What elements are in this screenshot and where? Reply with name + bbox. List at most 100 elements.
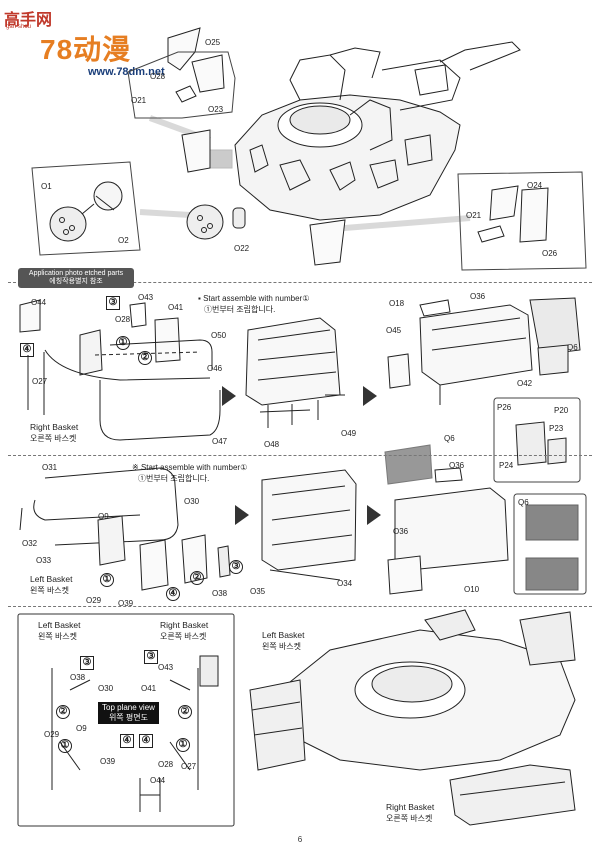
part-label: P20 bbox=[554, 406, 569, 415]
top-plane-en: Top plane view bbox=[102, 703, 155, 712]
top-plane-view-label: Top plane view 위쪽 평면도 bbox=[98, 702, 159, 724]
photo-etch-en: Application photo etched parts bbox=[28, 270, 124, 277]
step-number: ③ bbox=[80, 656, 94, 670]
part-label: O30 bbox=[184, 497, 200, 506]
divider-bottom bbox=[8, 606, 592, 607]
part-label: O41 bbox=[168, 303, 184, 312]
part-label: O30 bbox=[98, 684, 114, 693]
instruction-en: ※ Start assemble with number① bbox=[132, 463, 248, 472]
watermark-url: www.78dm.net bbox=[88, 66, 165, 78]
part-label: O29 bbox=[86, 596, 102, 605]
part-label: O1 bbox=[41, 182, 52, 191]
part-label: O50 bbox=[211, 331, 227, 340]
part-label: O44 bbox=[150, 776, 166, 785]
part-label: O39 bbox=[118, 599, 134, 608]
part-label: O21 bbox=[131, 96, 147, 105]
part-label: P24 bbox=[499, 461, 514, 470]
watermark-site-cn: 高手网 bbox=[4, 12, 53, 29]
step-number: ② bbox=[178, 705, 192, 719]
part-label: O48 bbox=[264, 440, 280, 449]
instruction-en: ▪ Start assemble with number① bbox=[198, 294, 310, 303]
top-plane-kr: 위쪽 평면도 bbox=[108, 713, 148, 722]
part-label: Q6 bbox=[444, 434, 455, 443]
step-number: ③ bbox=[229, 560, 243, 574]
instruction-kr: ①번부터 조립합니다. bbox=[204, 305, 276, 314]
part-label: O29 bbox=[44, 730, 60, 739]
divider-top bbox=[8, 282, 592, 283]
step-number: ① bbox=[100, 573, 114, 587]
step-number: ③ bbox=[106, 296, 120, 310]
part-label: O28 bbox=[115, 315, 131, 324]
step-number: ② bbox=[138, 351, 152, 365]
caption-en: Right Basket bbox=[30, 422, 79, 432]
step-number: ① bbox=[116, 336, 130, 350]
part-label: O2 bbox=[118, 236, 129, 245]
part-label: O27 bbox=[181, 762, 197, 771]
q6-inset-label: Q6 bbox=[518, 498, 529, 507]
part-label: O28 bbox=[158, 760, 174, 769]
step-number: ② bbox=[56, 705, 70, 719]
part-label: O42 bbox=[517, 379, 533, 388]
part-label: O9 bbox=[76, 724, 87, 733]
divider-middle bbox=[8, 455, 592, 456]
part-label: O34 bbox=[337, 579, 353, 588]
part-label: O31 bbox=[42, 463, 58, 472]
photo-etch-kr: 에칭작용별지 참조 bbox=[49, 278, 103, 285]
step-number: ④ bbox=[139, 734, 153, 748]
part-label: O36 bbox=[449, 461, 465, 470]
plane-right-title-kr: 오른쪽 바스켓 bbox=[160, 632, 207, 641]
caption-kr: 오른쪽 바스켓 bbox=[30, 434, 77, 443]
watermark-site-small: gan-shou bbox=[6, 24, 32, 30]
part-label: O9 bbox=[98, 512, 109, 521]
part-label: O43 bbox=[138, 293, 154, 302]
caption-kr: 왼쪽 바스켓 bbox=[30, 586, 70, 595]
step-number: ② bbox=[190, 571, 204, 585]
part-label: O28 bbox=[150, 72, 166, 81]
part-label: O26 bbox=[542, 249, 558, 258]
part-label: O22 bbox=[234, 244, 250, 253]
final-right-title-kr: 오른쪽 바스켓 bbox=[386, 814, 433, 823]
instruction-kr: ①번부터 조립합니다. bbox=[138, 474, 210, 483]
part-label: O23 bbox=[208, 105, 224, 114]
part-label: O44 bbox=[31, 298, 47, 307]
part-label: O39 bbox=[100, 757, 116, 766]
final-left-title-kr: 왼쪽 바스켓 bbox=[262, 642, 302, 651]
caption-en: Left Basket bbox=[30, 574, 73, 584]
part-label: O38 bbox=[70, 673, 86, 682]
part-label: O45 bbox=[386, 326, 402, 335]
part-label: O21 bbox=[466, 211, 482, 220]
watermark-brand: 78动漫 bbox=[40, 34, 132, 65]
part-label: O36 bbox=[393, 527, 409, 536]
part-label: O27 bbox=[32, 377, 48, 386]
part-label: O24 bbox=[527, 181, 543, 190]
part-label: O32 bbox=[22, 539, 38, 548]
step-number: ④ bbox=[120, 734, 134, 748]
plane-left-title-kr: 왼쪽 바스켓 bbox=[38, 632, 78, 641]
part-label: O38 bbox=[212, 589, 228, 598]
part-label: O36 bbox=[470, 292, 486, 301]
instruction-text: Start assemble with number① bbox=[140, 463, 248, 472]
plane-right-title-en: Right Basket bbox=[160, 620, 209, 630]
step-number: ① bbox=[58, 739, 72, 753]
part-label: O49 bbox=[341, 429, 357, 438]
part-label: O10 bbox=[464, 585, 480, 594]
step-number: ③ bbox=[144, 650, 158, 664]
photo-etch-badge: Application photo etched parts 에칭작용별지 참조 bbox=[18, 268, 134, 288]
part-label: Q6 bbox=[567, 343, 578, 352]
part-label: P26 bbox=[497, 403, 512, 412]
part-label: O25 bbox=[205, 38, 221, 47]
part-label: O41 bbox=[141, 684, 157, 693]
part-label: O33 bbox=[36, 556, 52, 565]
part-label: O35 bbox=[250, 587, 266, 596]
part-label: O43 bbox=[158, 663, 174, 672]
part-label: O46 bbox=[207, 364, 223, 373]
step-number: ④ bbox=[20, 343, 34, 357]
page-number: 6 bbox=[297, 835, 303, 844]
part-label: P23 bbox=[549, 424, 564, 433]
step-number: ④ bbox=[166, 587, 180, 601]
part-label: O18 bbox=[389, 299, 405, 308]
final-left-title-en: Left Basket bbox=[262, 630, 305, 640]
final-right-title-en: Right Basket bbox=[386, 802, 435, 812]
instruction-text: Start assemble with number① bbox=[203, 294, 310, 303]
